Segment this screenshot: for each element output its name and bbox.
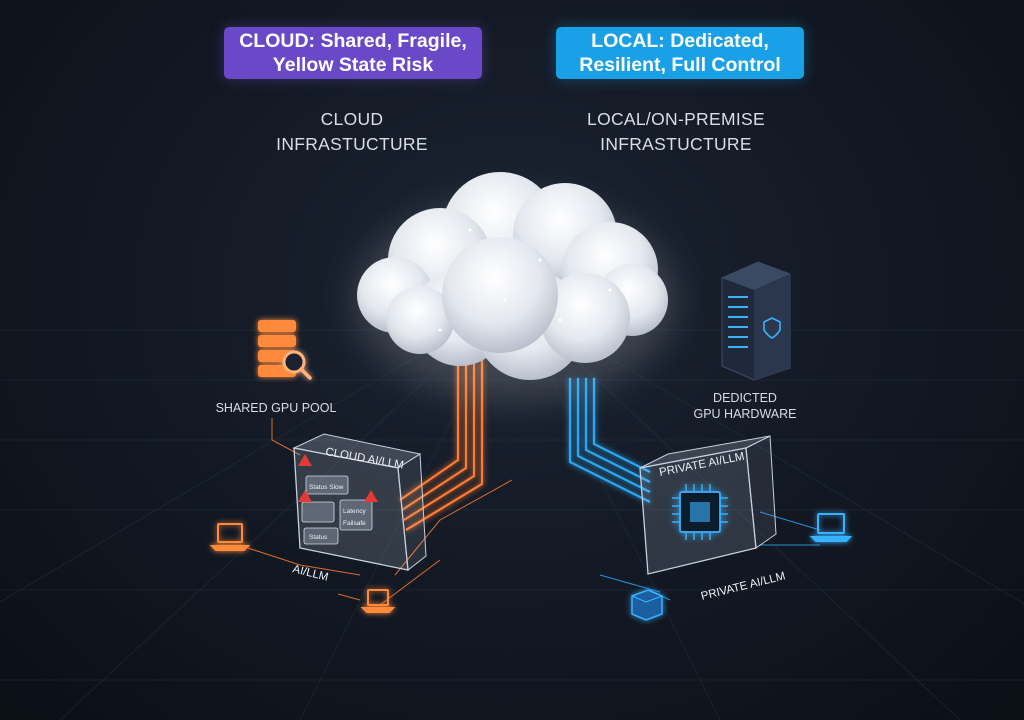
local-heading-line1: LOCAL/ON-PREMISE [587,109,765,129]
server-rack-icon [721,261,791,381]
warning-icon [298,454,378,502]
laptop-icon [809,513,853,542]
local-badge-line1: LOCAL: Dedicated, [591,30,769,52]
server-stack-search-icon [258,320,312,380]
dedicated-gpu-label: DEDICTED GPU HARDWARE [680,390,810,422]
local-badge: LOCAL: Dedicated, Resilient, Full Contro… [556,27,804,79]
cloud-module-block-4: Failsafe [343,520,366,527]
cloud-badge: CLOUD: Shared, Fragile, Yellow State Ris… [224,27,482,79]
cloud-module-block-2: Latency [343,508,367,515]
shield-icon [763,317,781,339]
shared-gpu-pool-label: SHARED GPU POOL [196,401,356,415]
cloud-connectors [247,418,513,606]
local-heading: LOCAL/ON-PREMISE INFRASTUCTURE [556,107,796,157]
cloud-module-block-1: Status Slow [309,484,344,491]
cloud-ai-module [292,433,427,571]
laptop-icon [209,523,396,613]
shared-gpu-pool-text: SHARED GPU POOL [215,401,337,415]
cloud-badge-line1: CLOUD: Shared, Fragile, [239,30,467,52]
local-badge-line2: Resilient, Full Control [579,54,781,76]
cloud-link-label: AI/LLM [291,563,329,583]
cloud-badge-line2: Yellow State Risk [272,54,434,76]
cloud-heading: CLOUD INFRASTUCTURE [232,107,472,157]
storage-box-icon [631,589,663,621]
dedicated-gpu-line2: GPU HARDWARE [693,407,797,421]
local-heading-line2: INFRASTUCTURE [600,134,752,154]
cloud-module-block-3: Status [309,534,328,541]
cloud-sparkles [438,228,612,332]
local-cables [568,378,651,503]
cloud-heading-line2: INFRASTUCTURE [276,134,428,154]
cloud-icon [357,172,668,380]
cpu-chip-icon [672,484,728,540]
dedicated-gpu-line1: DEDICTED [713,391,777,405]
private-link-label: PRIVATE AI/LLM [700,570,787,603]
cloud-heading-line1: CLOUD [320,109,384,129]
